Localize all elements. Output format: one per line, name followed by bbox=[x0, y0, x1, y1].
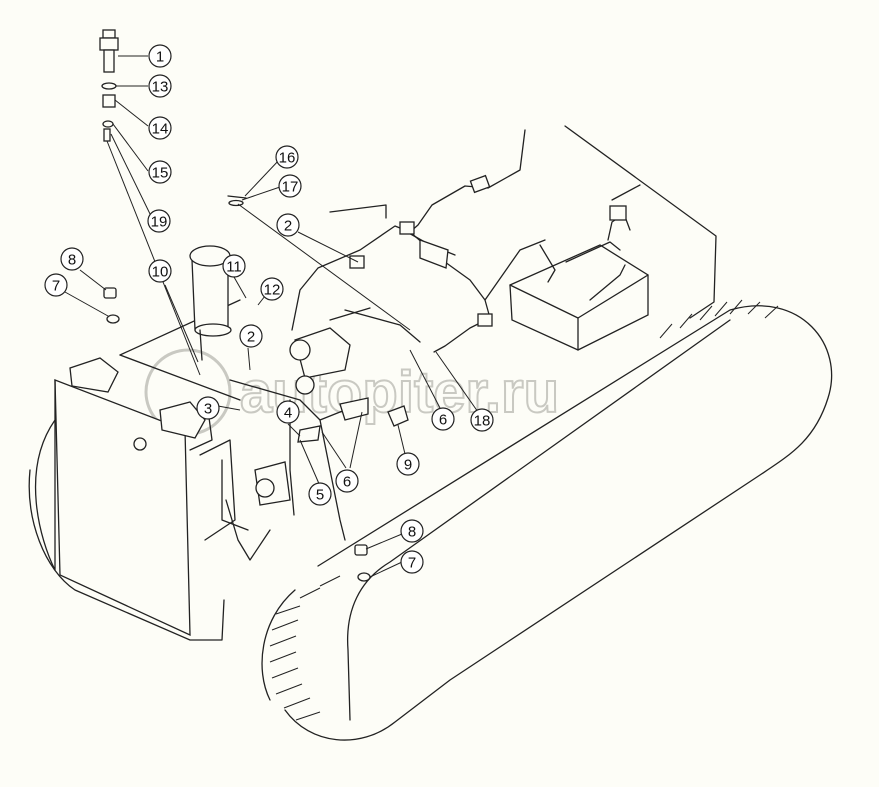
callout-15: 15 bbox=[148, 160, 172, 184]
callout-8-left: 8 bbox=[60, 247, 84, 271]
callout-10: 10 bbox=[148, 259, 172, 283]
callout-2-top: 2 bbox=[276, 213, 300, 237]
callout-8-right: 8 bbox=[400, 519, 424, 543]
callout-14: 14 bbox=[148, 116, 172, 140]
svg-text:7: 7 bbox=[408, 555, 416, 572]
right-track bbox=[261, 299, 833, 741]
machine-body bbox=[119, 125, 717, 356]
callout-3: 3 bbox=[196, 396, 220, 420]
callout-1: 1 bbox=[148, 44, 172, 68]
battery bbox=[509, 205, 649, 351]
callout-9: 9 bbox=[396, 452, 420, 476]
watermark: autopiter.ru bbox=[144, 348, 560, 436]
svg-text:4: 4 bbox=[284, 405, 292, 422]
svg-text:8: 8 bbox=[68, 252, 76, 269]
wiring-harness bbox=[229, 129, 546, 541]
callout-6-lower: 6 bbox=[335, 469, 359, 493]
callout-11: 11 bbox=[222, 254, 246, 278]
svg-text:14: 14 bbox=[152, 121, 169, 138]
callout-4: 4 bbox=[276, 400, 300, 424]
callout-18: 18 bbox=[470, 408, 494, 432]
svg-text:6: 6 bbox=[343, 474, 351, 491]
callout-16: 16 bbox=[275, 145, 299, 169]
callout-13: 13 bbox=[148, 74, 172, 98]
callout-12: 12 bbox=[260, 277, 284, 301]
svg-text:15: 15 bbox=[152, 165, 169, 182]
svg-text:8: 8 bbox=[408, 524, 416, 541]
left-body bbox=[28, 354, 241, 641]
rod-16-17 bbox=[227, 195, 411, 331]
svg-text:19: 19 bbox=[151, 214, 168, 231]
svg-text:17: 17 bbox=[282, 179, 299, 196]
svg-text:7: 7 bbox=[52, 278, 60, 295]
sensor-stack bbox=[99, 29, 201, 376]
callout-17: 17 bbox=[278, 174, 302, 198]
callout-6-upper: 6 bbox=[431, 407, 455, 431]
svg-text:5: 5 bbox=[316, 487, 324, 504]
svg-text:3: 3 bbox=[204, 401, 212, 418]
muffler bbox=[189, 245, 232, 361]
svg-text:2: 2 bbox=[247, 329, 255, 346]
callout-7-left: 7 bbox=[44, 273, 68, 297]
svg-text:18: 18 bbox=[474, 413, 491, 430]
svg-text:12: 12 bbox=[264, 282, 281, 299]
svg-text:13: 13 bbox=[152, 79, 169, 96]
svg-text:16: 16 bbox=[279, 150, 296, 167]
leader-lines bbox=[64, 55, 479, 578]
svg-text:11: 11 bbox=[226, 259, 242, 276]
svg-text:2: 2 bbox=[284, 218, 292, 235]
callout-7-right: 7 bbox=[400, 550, 424, 574]
callout-2-mid: 2 bbox=[239, 324, 263, 348]
callout-19: 19 bbox=[147, 209, 171, 233]
engine-parts bbox=[221, 327, 351, 561]
svg-text:10: 10 bbox=[152, 264, 169, 281]
svg-text:9: 9 bbox=[404, 457, 412, 474]
callout-5: 5 bbox=[308, 482, 332, 506]
svg-text:6: 6 bbox=[439, 412, 447, 429]
svg-text:1: 1 bbox=[156, 49, 164, 66]
